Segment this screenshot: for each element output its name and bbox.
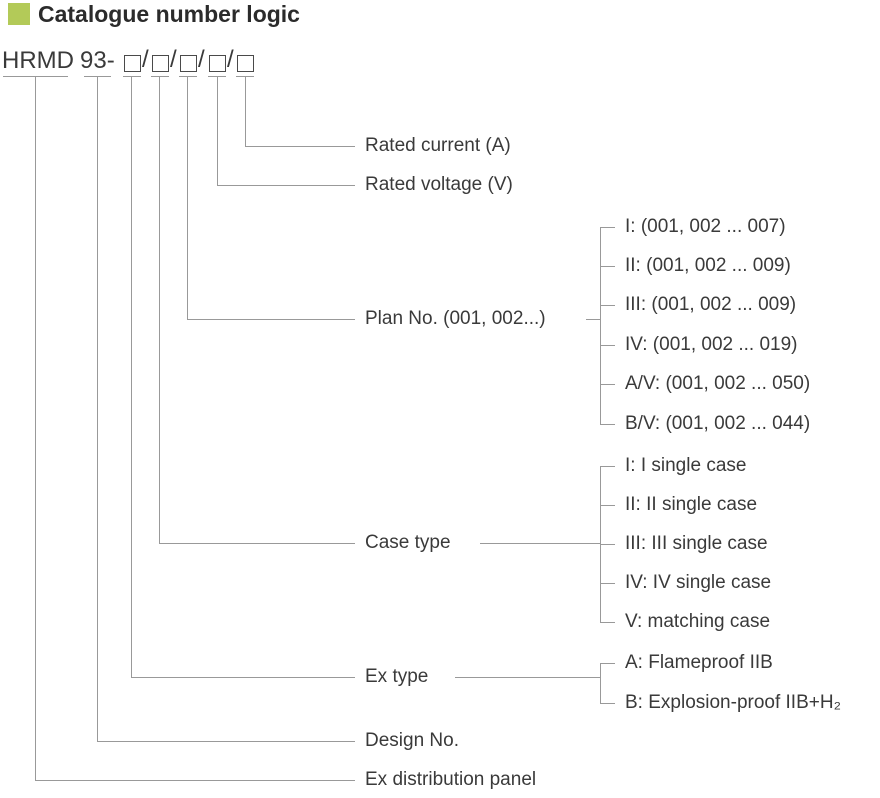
code-separator: / — [170, 46, 177, 73]
connector-case-type — [159, 77, 355, 544]
line-plan-to-bracket — [586, 319, 600, 320]
catalogue-box-4 — [209, 55, 226, 72]
catalogue-box-1 — [124, 55, 141, 72]
catalogue-box-5 — [237, 55, 254, 72]
connector-plan-no — [187, 77, 355, 320]
connector-rated-current — [245, 77, 355, 147]
connector-ex-type — [131, 77, 355, 678]
underline-box-5 — [236, 76, 254, 77]
bracket-tick — [600, 505, 615, 506]
label-design-no: Design No. — [365, 730, 459, 751]
bracket-tick — [600, 345, 615, 346]
code-prefix: HRMD — [2, 47, 74, 74]
bracket-tick — [600, 466, 615, 467]
code-design-no: 93- — [80, 47, 115, 74]
section-title: Catalogue number logic — [38, 1, 300, 27]
connector-design-no — [97, 77, 355, 742]
ex-bracket-line — [600, 663, 601, 704]
label-rated-current: Rated current (A) — [365, 135, 511, 156]
catalogue-box-3 — [180, 55, 197, 72]
plan-option: IV: (001, 002 ... 019) — [625, 334, 798, 355]
underline-box-1 — [123, 76, 141, 77]
plan-bracket-line — [600, 227, 601, 425]
plan-option: B/V: (001, 002 ... 044) — [625, 413, 811, 434]
label-ex-panel: Ex distribution panel — [365, 769, 537, 790]
code-separator: / — [227, 46, 234, 73]
line-case-to-bracket — [480, 543, 600, 544]
label-plan-no: Plan No. (001, 002...) — [365, 308, 546, 329]
bracket-tick — [600, 424, 615, 425]
bracket-tick — [600, 583, 615, 584]
ex-option: A: Flameproof IIB — [625, 652, 773, 673]
underline-box-3 — [179, 76, 197, 77]
plan-option: III: (001, 002 ... 009) — [625, 294, 797, 315]
bracket-tick — [600, 663, 615, 664]
plan-option: II: (001, 002 ... 009) — [625, 255, 791, 276]
plan-option: A/V: (001, 002 ... 050) — [625, 373, 811, 394]
code-separator: / — [198, 46, 205, 73]
ex-option: B: Explosion-proof IIB+H₂ — [625, 692, 841, 713]
case-option: V: matching case — [625, 611, 771, 632]
underline-box-4 — [208, 76, 226, 77]
plan-option: I: (001, 002 ... 007) — [625, 216, 786, 237]
case-option: I: I single case — [625, 455, 747, 476]
bracket-tick — [600, 384, 615, 385]
catalogue-box-2 — [152, 55, 169, 72]
bracket-tick — [600, 544, 615, 545]
case-option: II: II single case — [625, 494, 758, 515]
label-ex-type: Ex type — [365, 666, 429, 687]
code-separator: / — [142, 46, 149, 73]
underline-box-2 — [151, 76, 169, 77]
connector-rated-voltage — [217, 77, 355, 186]
bracket-tick — [600, 622, 615, 623]
underline-design-no — [84, 76, 111, 77]
bracket-tick — [600, 227, 615, 228]
case-option: III: III single case — [625, 533, 768, 554]
label-case-type: Case type — [365, 532, 451, 553]
connector-ex-panel — [35, 77, 355, 781]
bracket-tick — [600, 703, 615, 704]
case-option: IV: IV single case — [625, 572, 772, 593]
line-ex-to-bracket — [455, 677, 600, 678]
section-bullet-icon — [8, 3, 30, 25]
label-rated-voltage: Rated voltage (V) — [365, 174, 513, 195]
bracket-tick — [600, 305, 615, 306]
underline-prefix — [3, 76, 68, 77]
bracket-tick — [600, 266, 615, 267]
